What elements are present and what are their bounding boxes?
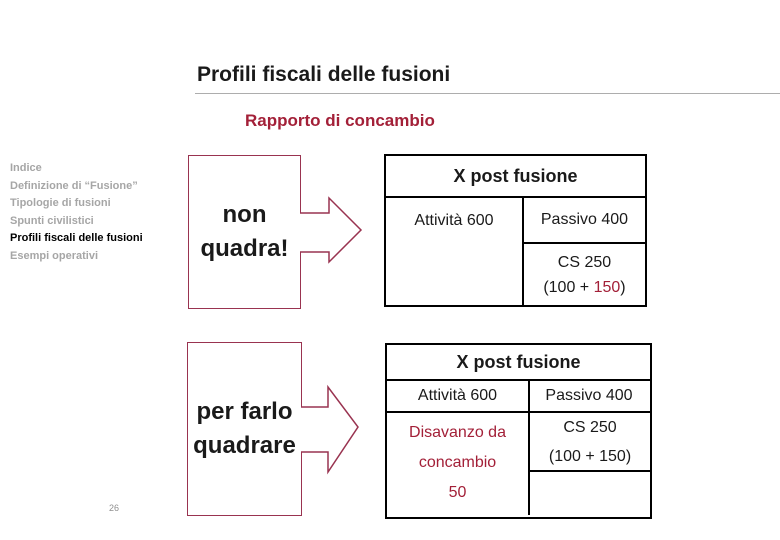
block-arrow-right-icon: [300, 196, 363, 264]
callout-line: quadrare: [193, 432, 296, 459]
cell-disavanzo: Disavanzo da concambio 50: [409, 424, 506, 501]
cs-value: CS 250: [557, 253, 612, 271]
page-subtitle: Rapporto di concambio: [245, 111, 435, 130]
sidebar-item-definizione: Definizione di “Fusione”: [10, 179, 138, 192]
sidebar-item-spunti: Spunti civilistici: [10, 214, 94, 227]
cs-highlight: 150: [593, 278, 621, 296]
sidebar-item-tipologie: Tipologie di fusioni: [10, 197, 111, 209]
cell-attivita: Attività 600: [414, 212, 494, 229]
cell-capitale-sociale: CS 250 (100 + 150): [524, 244, 645, 305]
table-header: X post fusione: [387, 345, 650, 381]
balance-table-post-fusione-1: X post fusione Attività 600 Passivo 400 …: [384, 154, 647, 307]
callout-line: non: [222, 201, 267, 228]
callout-per-farlo-quadrare: per farlo quadrare: [187, 342, 302, 516]
callout-line: per farlo: [196, 398, 293, 425]
cell-empty: [530, 472, 650, 515]
page-number: 26: [109, 503, 120, 513]
cell-passivo: Passivo 400: [528, 381, 648, 411]
cell-passivo: Passivo 400: [523, 198, 645, 244]
callout-line: quadra!: [200, 235, 289, 262]
callout-non-quadra: non quadra!: [188, 155, 301, 309]
cell-capitale-sociale: CS 250 (100 + 150): [530, 413, 650, 472]
sidebar-index: Indice Definizione di “Fusione” Tipologi…: [10, 160, 180, 265]
cell-attivita: Attività 600: [417, 387, 498, 404]
sidebar-item-esempi: Esempi operativi: [10, 249, 99, 262]
page-title: Profili fiscali delle fusioni: [197, 63, 451, 86]
cs-breakdown: (100 + 150): [543, 278, 626, 296]
title-underline: [195, 93, 780, 94]
sidebar-item-profili-fiscali: Profili fiscali delle fusioni: [10, 232, 143, 244]
block-arrow-right-icon: [301, 384, 359, 475]
table-header: X post fusione: [386, 156, 645, 198]
balance-table-post-fusione-2: X post fusione Attività 600 Passivo 400 …: [385, 343, 652, 519]
sidebar-item-indice: Indice: [10, 162, 42, 174]
